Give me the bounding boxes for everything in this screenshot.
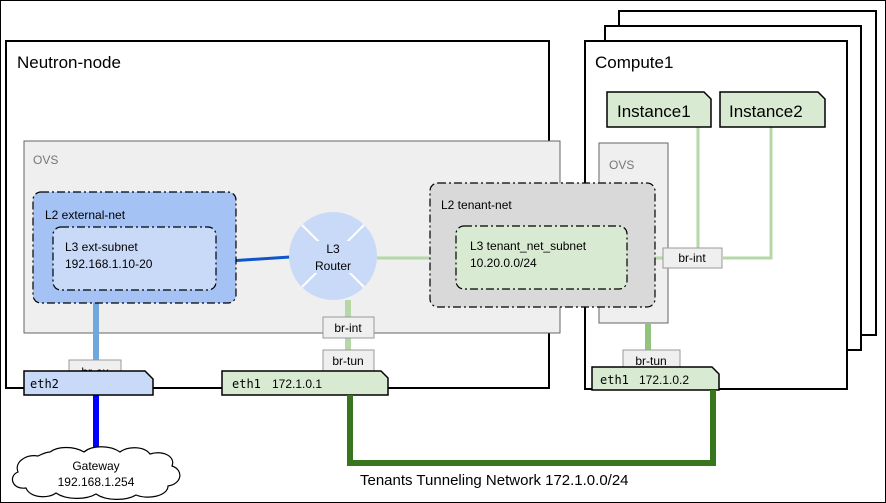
instance2-box [719, 91, 826, 128]
gateway-ip: 192.168.1.254 [58, 475, 135, 489]
neutron-eth1-ip: 172.1.0.1 [272, 377, 322, 391]
instance2-link [723, 127, 773, 260]
tunnel-network-link [347, 390, 716, 466]
instance1-label: Instance1 [617, 102, 691, 121]
compute-eth1-interface [591, 366, 720, 391]
neutron-br-int [322, 316, 375, 339]
eth2-label: eth2 [30, 377, 59, 391]
compute-br-int [662, 247, 723, 269]
ext-subnet-box [52, 226, 217, 291]
eth2-interface [23, 370, 154, 396]
neutron-node-title: Neutron-node [17, 53, 121, 72]
tenant-subnet-name: L3 tenant_net_subnet [470, 239, 587, 253]
neutron-br-tun-label: br-tun [332, 354, 363, 368]
ext-subnet-name: L3 ext-subnet [65, 240, 138, 254]
neutron-eth1-name: eth1 [232, 377, 261, 391]
ext-subnet-range: 192.168.1.10-20 [65, 257, 153, 271]
compute-eth1-ip: 172.1.0.2 [639, 373, 689, 387]
instance1-box [606, 91, 712, 128]
compute-br-tun-label: br-tun [635, 354, 666, 368]
router-label-line1: L3 [326, 242, 340, 256]
tenant-subnet-box [455, 225, 628, 290]
compute-br-int-label: br-int [678, 251, 706, 265]
neutron-ovs-label: OVS [33, 153, 58, 167]
external-net-title: L2 external-net [45, 208, 126, 222]
instance2-label: Instance2 [729, 102, 803, 121]
tunnel-network-label: Tenants Tunneling Network 172.1.0.0/24 [360, 472, 629, 489]
tenant-subnet-range: 10.20.0.0/24 [470, 256, 537, 270]
neutron-br-int-label: br-int [334, 321, 362, 335]
compute-ovs-label: OVS [609, 158, 634, 172]
gateway-cloud-icon [11, 446, 181, 500]
router-icon [289, 212, 377, 300]
compute1-title: Compute1 [595, 53, 673, 72]
tenant-net-title: L2 tenant-net [441, 198, 512, 212]
gateway-name: Gateway [72, 459, 119, 473]
neutron-eth1-interface [221, 370, 389, 396]
router-label-line2: Router [315, 259, 351, 273]
compute-eth1-name: eth1 [600, 373, 629, 387]
